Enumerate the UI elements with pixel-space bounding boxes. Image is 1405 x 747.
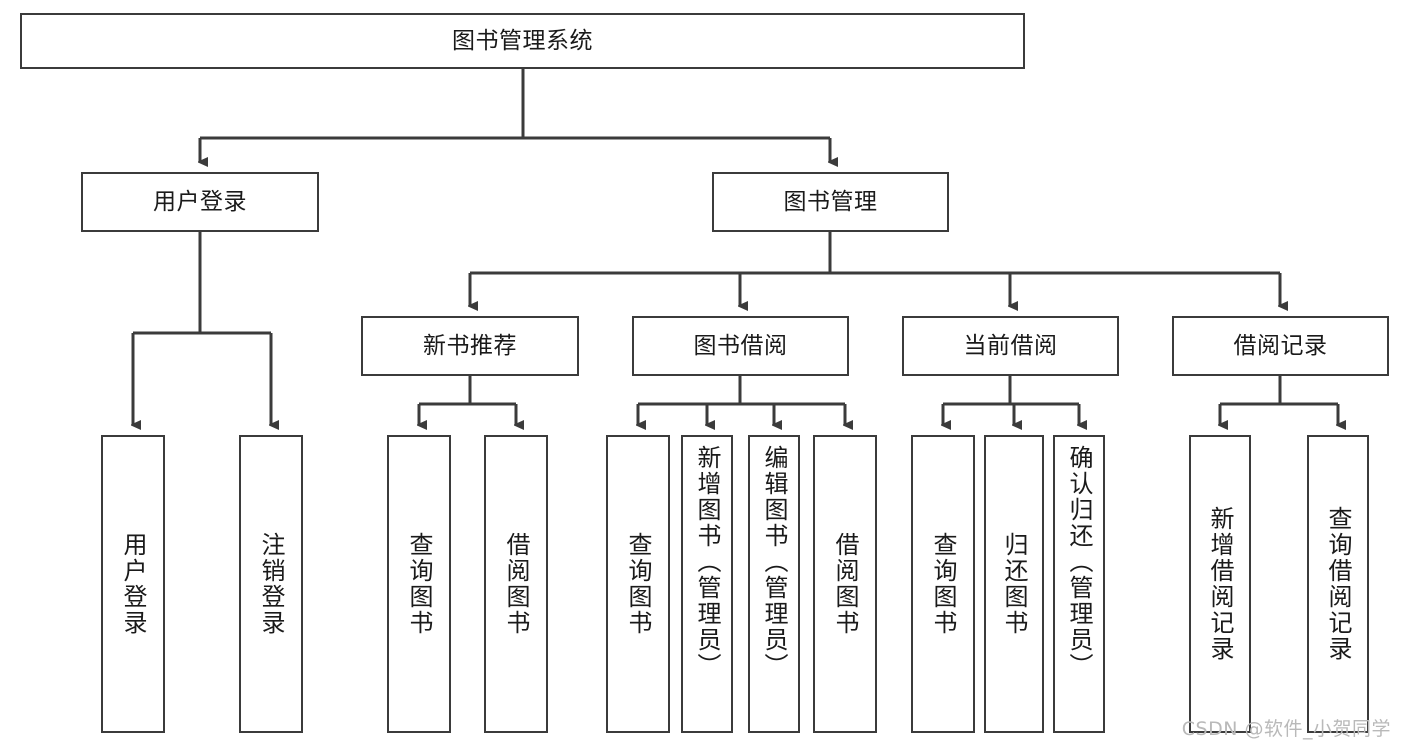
node-root[interactable]: 图书管理系统 <box>20 13 1025 69</box>
leaf-node[interactable]: 查询图书 <box>606 435 670 733</box>
leaf-node-label: 新增图书（管理员） <box>693 445 721 679</box>
leaf-node[interactable]: 确认归还（管理员） <box>1053 435 1105 733</box>
node-book-management-label: 图书管理 <box>783 188 878 215</box>
leaf-node-label: 注销登录 <box>257 532 285 636</box>
leaf-node-label: 新增借阅记录 <box>1206 506 1234 662</box>
leaf-node[interactable]: 归还图书 <box>984 435 1044 733</box>
node-new-book-recommendation-label: 新书推荐 <box>423 332 517 359</box>
leaf-node-label: 归还图书 <box>1000 532 1028 636</box>
node-borrowing-records[interactable]: 借阅记录 <box>1172 316 1389 376</box>
node-current-borrowing-label: 当前借阅 <box>963 332 1058 359</box>
leaf-node[interactable]: 新增借阅记录 <box>1189 435 1251 733</box>
node-new-book-recommendation[interactable]: 新书推荐 <box>361 316 579 376</box>
node-book-borrowing[interactable]: 图书借阅 <box>632 316 849 376</box>
leaf-node[interactable]: 用户登录 <box>101 435 165 733</box>
node-user-login[interactable]: 用户登录 <box>81 172 319 232</box>
node-book-management[interactable]: 图书管理 <box>712 172 949 232</box>
leaf-node[interactable]: 查询图书 <box>387 435 451 733</box>
leaf-node-label: 查询图书 <box>405 532 433 636</box>
leaf-node-label: 借阅图书 <box>502 532 530 636</box>
leaf-node-label: 用户登录 <box>119 532 147 636</box>
node-borrowing-records-label: 借阅记录 <box>1233 332 1328 359</box>
leaf-node-label: 查询图书 <box>929 532 957 636</box>
leaf-node-label: 借阅图书 <box>831 532 859 636</box>
node-root-label: 图书管理系统 <box>452 27 593 54</box>
leaf-node[interactable]: 查询图书 <box>911 435 975 733</box>
leaf-node[interactable]: 查询借阅记录 <box>1307 435 1369 733</box>
leaf-node[interactable]: 借阅图书 <box>813 435 877 733</box>
leaf-node-label: 查询图书 <box>624 532 652 636</box>
leaf-node[interactable]: 借阅图书 <box>484 435 548 733</box>
leaf-node-label: 编辑图书（管理员） <box>760 445 788 679</box>
watermark: CSDN @软件_小贺同学 <box>1181 718 1391 740</box>
leaf-node-label: 查询借阅记录 <box>1324 506 1352 662</box>
leaf-node[interactable]: 注销登录 <box>239 435 303 733</box>
leaf-node[interactable]: 新增图书（管理员） <box>681 435 733 733</box>
node-user-login-label: 用户登录 <box>153 188 247 215</box>
leaf-node-label: 确认归还（管理员） <box>1065 445 1093 679</box>
node-book-borrowing-label: 图书借阅 <box>693 332 788 359</box>
leaf-node[interactable]: 编辑图书（管理员） <box>748 435 800 733</box>
node-current-borrowing[interactable]: 当前借阅 <box>902 316 1119 376</box>
